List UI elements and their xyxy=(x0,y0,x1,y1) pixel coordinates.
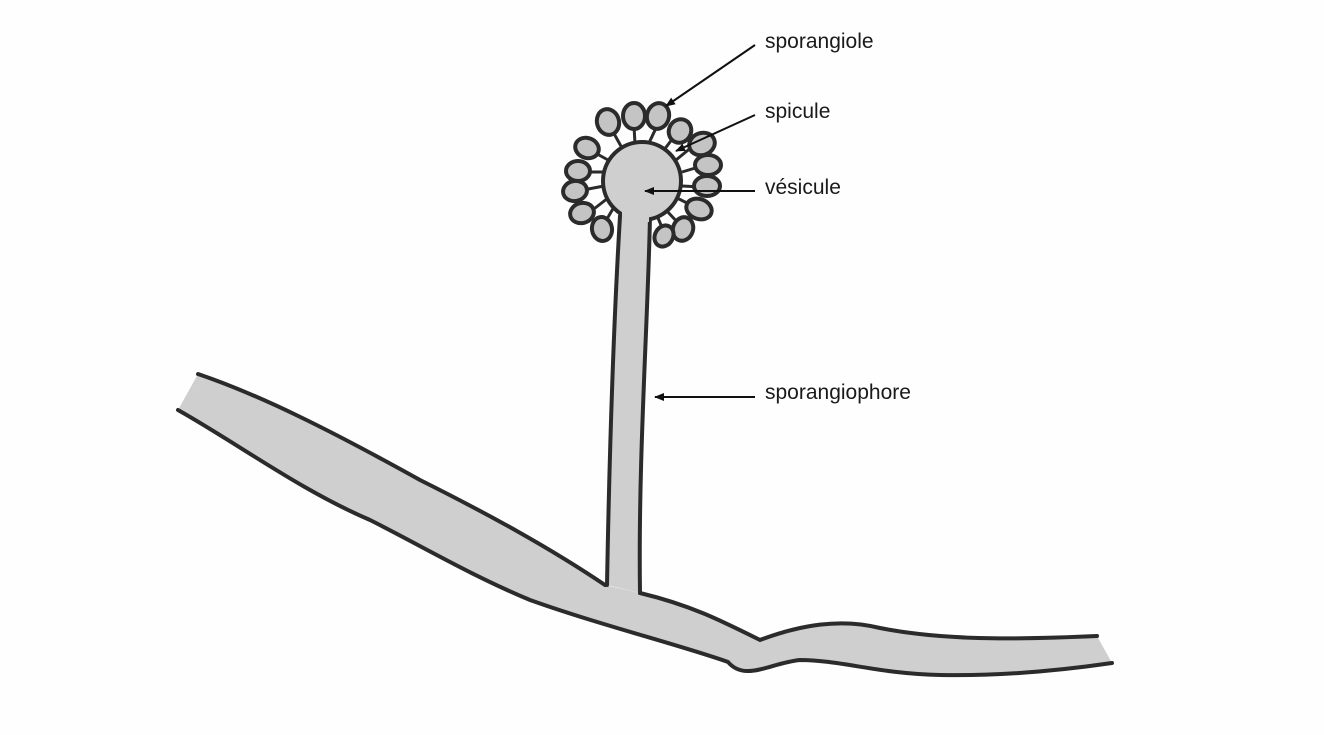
hypha xyxy=(178,374,1112,676)
label-sporangiole: sporangiole xyxy=(765,30,874,53)
label-spicule: spicule xyxy=(765,100,831,123)
hypha-upper-outline xyxy=(196,372,607,587)
sporangiophore-left-outline xyxy=(605,214,622,587)
arrow-sporangiole xyxy=(665,44,756,107)
arrow-spicule xyxy=(675,114,756,152)
vesicle xyxy=(601,140,683,222)
label-vesicule: vésicule xyxy=(765,176,841,199)
hypha-lower-outline xyxy=(176,408,1114,678)
sporangiophore-right-outline xyxy=(637,214,652,595)
vesicle-stalk-junction xyxy=(622,212,649,222)
hypha-upper-outline-right xyxy=(638,591,1099,643)
label-sporangiophore: sporangiophore xyxy=(765,381,911,404)
